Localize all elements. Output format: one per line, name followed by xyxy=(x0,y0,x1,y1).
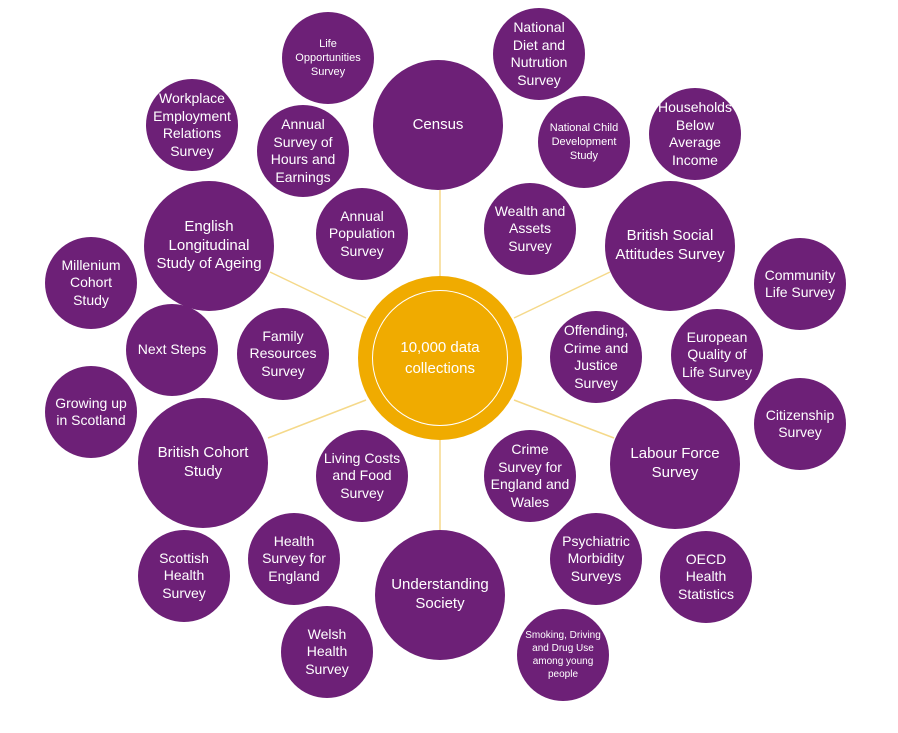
connector-english-longitudinal xyxy=(269,271,367,319)
node-wealth-assets: Wealth and Assets Survey xyxy=(484,183,576,275)
node-british-social-attitudes: British Social Attitudes Survey xyxy=(605,181,735,311)
node-welsh-health: Welsh Health Survey xyxy=(281,606,373,698)
node-health-survey-england: Health Survey for England xyxy=(248,513,340,605)
node-offending-crime-justice: Offending, Crime and Justice Survey xyxy=(550,311,642,403)
node-english-longitudinal: English Longitudinal Study of Ageing xyxy=(144,181,274,311)
node-family-resources: Family Resources Survey xyxy=(237,308,329,400)
node-households-below-average: Households Below Average Income xyxy=(649,88,741,180)
node-crime-survey-england-wales: Crime Survey for England and Wales xyxy=(484,430,576,522)
node-census: Census xyxy=(373,60,503,190)
node-workplace-employment: Workplace Employment Relations Survey xyxy=(146,79,238,171)
node-millenium-cohort: Millenium Cohort Study xyxy=(45,237,137,329)
connector-british-social-attitudes xyxy=(513,271,611,319)
node-life-opportunities: Life Opportunities Survey xyxy=(282,12,374,104)
node-national-diet: National Diet and Nutrution Survey xyxy=(493,8,585,100)
node-oecd-health: OECD Health Statistics xyxy=(660,531,752,623)
node-psychiatric-morbidity: Psychiatric Morbidity Surveys xyxy=(550,513,642,605)
node-european-quality-life: European Quality of Life Survey xyxy=(671,309,763,401)
center-label: 10,000 data collections xyxy=(372,290,508,426)
node-annual-population: Annual Population Survey xyxy=(316,188,408,280)
node-citizenship: Citizenship Survey xyxy=(754,378,846,470)
node-british-cohort: British Cohort Study xyxy=(138,398,268,528)
node-annual-hours-earnings: Annual Survey of Hours and Earnings xyxy=(257,105,349,197)
node-national-child-development: National Child Development Study xyxy=(538,96,630,188)
node-smoking-drinking-drug: Smoking, Driving and Drug Use among youn… xyxy=(517,609,609,701)
center-node: 10,000 data collections xyxy=(358,276,522,440)
node-growing-up-scotland: Growing up in Scotland xyxy=(45,366,137,458)
connector-labour-force xyxy=(513,399,615,439)
node-living-costs-food: Living Costs and Food Survey xyxy=(316,430,408,522)
node-next-steps: Next Steps xyxy=(126,304,218,396)
connector-british-cohort xyxy=(267,399,367,439)
node-community-life: Community Life Survey xyxy=(754,238,846,330)
node-understanding-society: Understanding Society xyxy=(375,530,505,660)
node-labour-force: Labour Force Survey xyxy=(610,399,740,529)
node-scottish-health: Scottish Health Survey xyxy=(138,530,230,622)
